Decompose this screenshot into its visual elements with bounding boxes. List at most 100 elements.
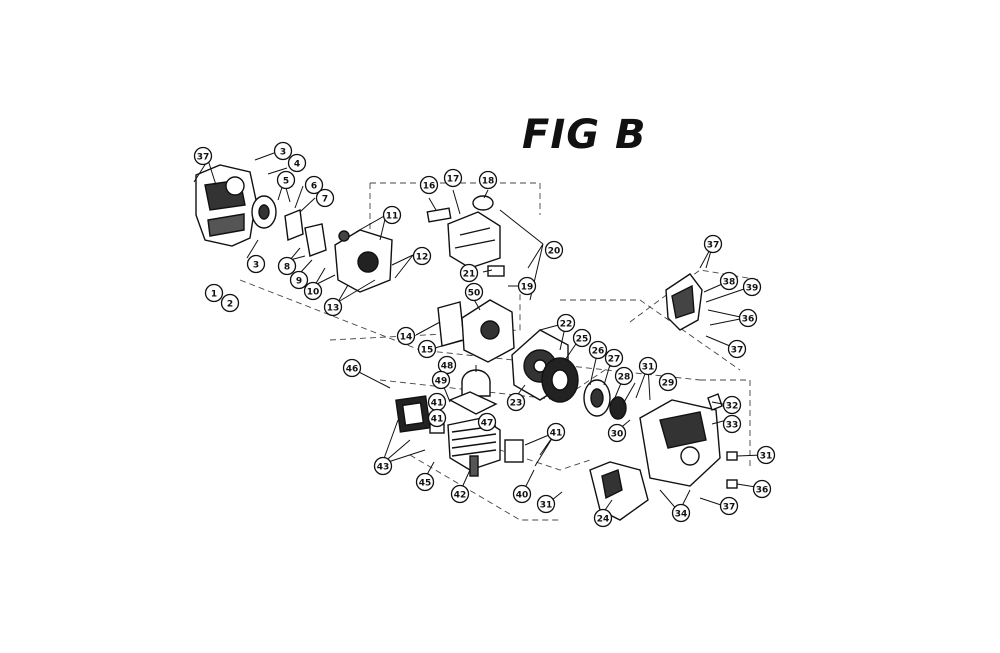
bolt-36-part — [726, 479, 738, 489]
callout-number: 13 — [327, 303, 340, 313]
callout-number: 41 — [431, 398, 444, 408]
callout-4: 4 — [287, 153, 307, 173]
callout-45: 45 — [415, 472, 435, 492]
callout-number: 5 — [283, 176, 289, 186]
callout-number: 11 — [386, 211, 399, 221]
clutch-spring-part — [609, 396, 627, 420]
callout-number: 30 — [611, 429, 624, 439]
callout-40: 40 — [512, 484, 532, 504]
callout-number: 12 — [416, 252, 429, 262]
callout-number: 4 — [294, 159, 300, 169]
rear-housing-part — [195, 164, 257, 247]
callout-number: 3 — [253, 260, 259, 270]
callout-number: 1 — [211, 289, 217, 299]
callout-number: 37 — [197, 152, 210, 162]
callout-circle — [719, 496, 739, 516]
callout-circle — [478, 170, 498, 190]
callout-number: 28 — [618, 372, 631, 382]
callout-7: 7 — [315, 188, 335, 208]
callout-circle — [722, 395, 742, 415]
callout-49: 49 — [431, 370, 451, 390]
callout-circle — [246, 254, 266, 274]
callout-3: 3 — [246, 254, 266, 274]
callout-number: 23 — [510, 398, 523, 408]
callout-circle — [614, 366, 634, 386]
callout-number: 43 — [377, 462, 390, 472]
callout-circle — [342, 358, 362, 378]
callout-number: 40 — [516, 490, 529, 500]
callout-28: 28 — [614, 366, 634, 386]
callout-number: 10 — [307, 287, 320, 297]
handle-part — [589, 461, 649, 521]
primer-bulb-part — [707, 393, 723, 411]
callout-number: 36 — [742, 314, 755, 324]
callout-number: 7 — [322, 194, 328, 204]
callout-3: 3 — [273, 141, 293, 161]
callout-circle — [412, 246, 432, 266]
callout-number: 8 — [284, 262, 290, 272]
carburetor-housing-part — [334, 229, 393, 293]
callout-39: 39 — [742, 277, 762, 297]
choke-plate-part — [284, 209, 304, 241]
callout-circle — [443, 168, 463, 188]
callout-circle — [287, 153, 307, 173]
callout-circle — [607, 423, 627, 443]
callout-number: 3 — [280, 147, 286, 157]
carburetor-part — [304, 223, 327, 257]
fuel-label-part — [426, 207, 452, 223]
callout-15: 15 — [417, 339, 437, 359]
callout-number: 33 — [726, 420, 739, 430]
callout-number: 45 — [419, 478, 432, 488]
callout-circle — [315, 188, 335, 208]
callout-circle — [604, 348, 624, 368]
callout-circle — [738, 308, 758, 328]
callout-13: 13 — [323, 297, 343, 317]
callout-number: 9 — [296, 276, 302, 286]
callout-25: 25 — [572, 328, 592, 348]
callout-circle — [459, 263, 479, 283]
callout-circle — [396, 326, 416, 346]
piston-ring-part — [448, 391, 498, 415]
callout-number: 19 — [521, 282, 534, 292]
callout-circle — [193, 146, 213, 166]
callout-37: 37 — [719, 496, 739, 516]
callout-30: 30 — [607, 423, 627, 443]
fuel-cap-part — [472, 195, 494, 211]
callout-circle — [556, 313, 576, 333]
callout-circle — [517, 276, 537, 296]
callout-number: 36 — [756, 485, 769, 495]
callout-circle — [464, 282, 484, 302]
callout-31: 31 — [638, 356, 658, 376]
callout-1: 1 — [204, 283, 224, 303]
callout-number: 42 — [454, 490, 467, 500]
callout-36: 36 — [738, 308, 758, 328]
callout-22: 22 — [556, 313, 576, 333]
fuel-grommet-part — [487, 265, 505, 277]
callout-circle — [450, 484, 470, 504]
callout-circle — [638, 356, 658, 376]
callout-50: 50 — [464, 282, 484, 302]
callout-number: 25 — [576, 334, 589, 344]
callout-number: 16 — [423, 181, 436, 191]
callout-21: 21 — [459, 263, 479, 283]
callout-number: 37 — [731, 345, 744, 355]
callout-number: 41 — [550, 428, 563, 438]
callout-5: 5 — [276, 170, 296, 190]
callout-circle — [536, 494, 556, 514]
callout-number: 37 — [723, 502, 736, 512]
callout-number: 14 — [400, 332, 413, 342]
callout-32: 32 — [722, 395, 742, 415]
callout-circle — [756, 445, 776, 465]
crankcase-part — [461, 299, 515, 363]
callout-circle — [415, 472, 435, 492]
callout-circle — [671, 503, 691, 523]
callout-circle — [546, 422, 566, 442]
callout-number: 17 — [447, 174, 460, 184]
callout-38: 38 — [719, 271, 739, 291]
callout-circle — [276, 170, 296, 190]
callout-circle — [512, 484, 532, 504]
callout-12: 12 — [412, 246, 432, 266]
callout-2: 2 — [220, 293, 240, 313]
muffler-part — [395, 395, 431, 433]
